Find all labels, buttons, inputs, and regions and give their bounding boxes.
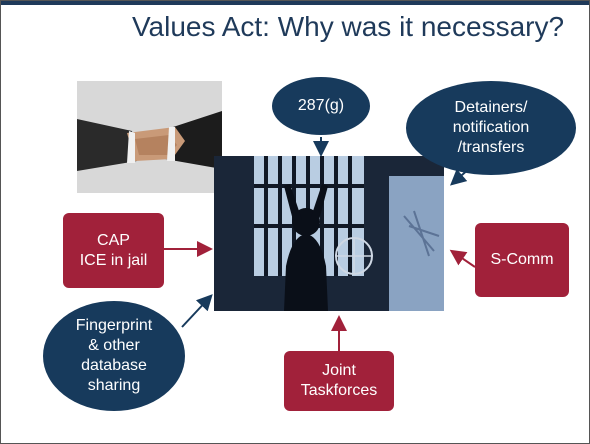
arrow-fingerprint — [181, 294, 213, 328]
node-detainers: Detainers/ notification /transfers — [406, 81, 576, 175]
jail-window-photo — [214, 156, 444, 311]
node-cap: CAP ICE in jail — [63, 213, 164, 288]
arrow-scomm — [449, 249, 476, 268]
node-joint-line-2: Taskforces — [300, 382, 378, 399]
node-detainers-line-2: notification — [452, 119, 530, 136]
node-detainers-line-1: Detainers/ — [454, 99, 528, 116]
node-fingerprint-line-4: sharing — [87, 377, 141, 394]
node-fingerprint-line-3: database — [81, 357, 147, 374]
node-fingerprint-line-2: & other — [88, 337, 140, 354]
handshake-photo — [77, 81, 222, 193]
slide-title: Values Act: Why was it necessary? — [131, 11, 565, 42]
node-fingerprint: Fingerprint & other database sharing — [43, 301, 185, 411]
node-joint-taskforces: Joint Taskforces — [284, 351, 394, 411]
node-scomm-text: S-Comm — [490, 251, 554, 268]
title-bar-accent — [1, 1, 589, 5]
node-scomm: S-Comm — [475, 223, 569, 297]
node-287g: 287(g) — [272, 77, 370, 135]
node-287g-text: 287(g) — [297, 97, 345, 114]
node-joint-line-1: Joint — [322, 362, 356, 379]
node-cap-line-1: CAP — [97, 231, 130, 249]
node-fingerprint-line-1: Fingerprint — [75, 317, 153, 334]
node-detainers-line-3: /transfers — [457, 139, 525, 156]
node-cap-line-2: ICE in jail — [79, 251, 148, 269]
